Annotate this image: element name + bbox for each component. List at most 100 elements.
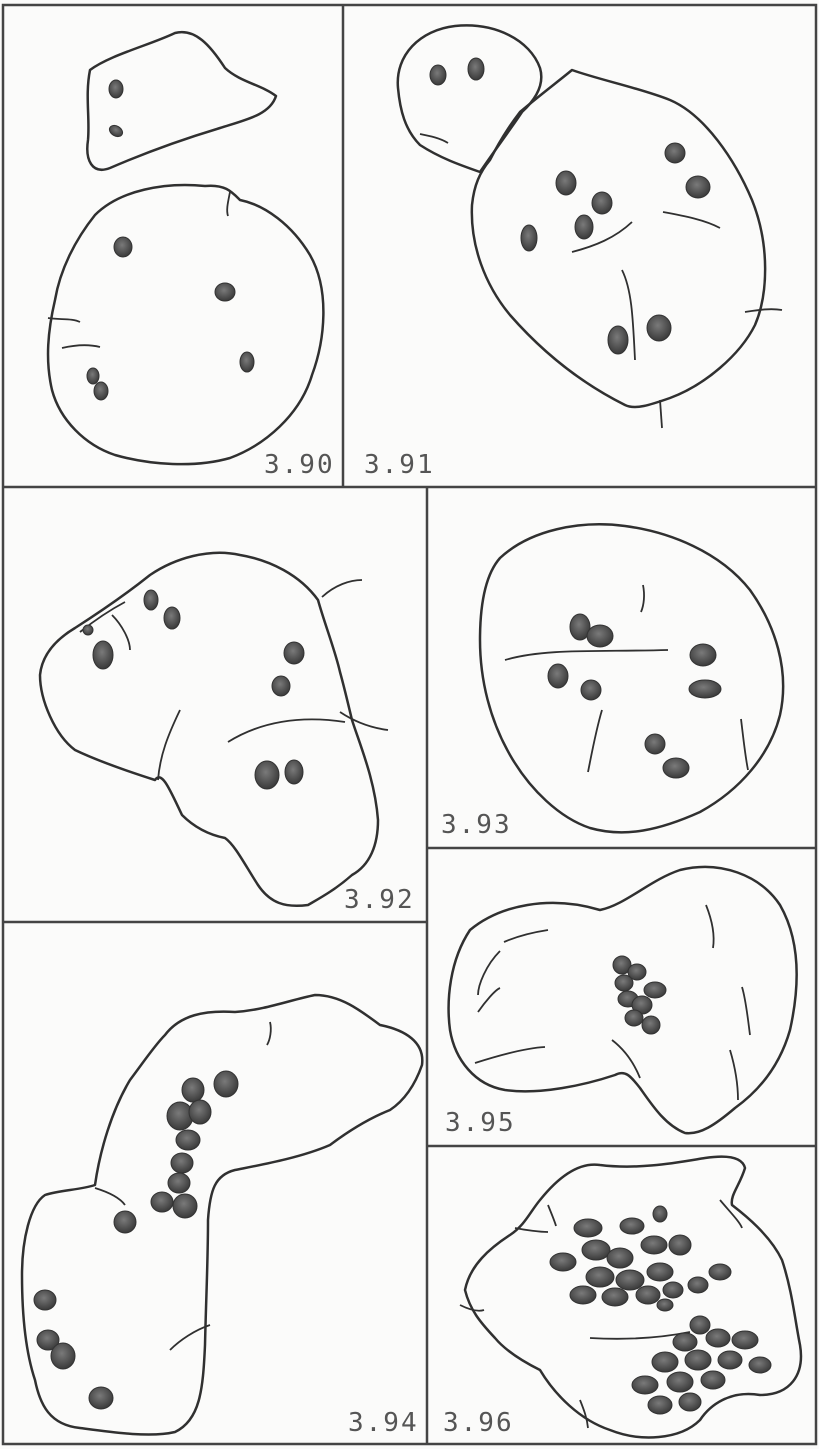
panel-label-3-95: 3.95 bbox=[445, 1110, 516, 1136]
nucleus bbox=[641, 1236, 667, 1254]
panel-label-3-96: 3.96 bbox=[443, 1410, 514, 1436]
panel-label-3-90: 3.90 bbox=[264, 452, 335, 478]
panel-3-94-cells bbox=[22, 995, 422, 1435]
nucleus bbox=[701, 1371, 725, 1389]
panel-3-96-nuclei bbox=[550, 1206, 771, 1414]
nucleus bbox=[644, 982, 666, 998]
nucleus bbox=[607, 1248, 633, 1268]
nucleus bbox=[144, 590, 158, 610]
nucleus bbox=[284, 642, 304, 664]
nucleus bbox=[718, 1351, 742, 1369]
nucleus bbox=[653, 1206, 667, 1222]
nucleus bbox=[570, 1286, 596, 1304]
nucleus bbox=[616, 1270, 644, 1290]
panel-label-3-91: 3.91 bbox=[364, 452, 435, 478]
nucleus bbox=[151, 1192, 173, 1212]
nucleus bbox=[114, 1211, 136, 1233]
panel-3-96-cells bbox=[460, 1157, 801, 1438]
nucleus bbox=[690, 1316, 710, 1334]
nucleus bbox=[669, 1235, 691, 1255]
nucleus bbox=[592, 192, 612, 214]
nucleus bbox=[657, 1299, 673, 1311]
nucleus bbox=[608, 326, 628, 354]
nucleus bbox=[575, 215, 593, 239]
nucleus bbox=[582, 1240, 610, 1260]
panel-label-3-92: 3.92 bbox=[344, 887, 415, 913]
nucleus bbox=[665, 143, 685, 163]
nucleus bbox=[663, 1282, 683, 1298]
nucleus bbox=[255, 761, 279, 789]
nucleus bbox=[51, 1343, 75, 1369]
nucleus bbox=[685, 1350, 711, 1370]
panel-3-95-nuclei bbox=[613, 956, 666, 1034]
nucleus bbox=[690, 644, 716, 666]
nucleus bbox=[663, 758, 689, 778]
nucleus bbox=[679, 1393, 701, 1411]
nucleus bbox=[648, 1396, 672, 1414]
cell-outline bbox=[398, 25, 542, 172]
nucleus bbox=[189, 1100, 211, 1124]
nucleus bbox=[285, 760, 303, 784]
panel-3-90-cells bbox=[48, 32, 323, 464]
cell-outline bbox=[87, 32, 276, 170]
nucleus bbox=[587, 625, 613, 647]
nucleus bbox=[636, 1286, 660, 1304]
nucleus bbox=[581, 680, 601, 700]
nucleus bbox=[732, 1331, 758, 1349]
nucleus bbox=[240, 352, 254, 372]
nucleus bbox=[87, 368, 99, 384]
nucleus bbox=[615, 975, 633, 991]
nucleus bbox=[176, 1130, 200, 1150]
cell-outline bbox=[48, 185, 323, 464]
panel-3-90-nuclei bbox=[87, 80, 254, 400]
panel-3-93-nuclei bbox=[548, 614, 721, 778]
nucleus bbox=[34, 1290, 56, 1310]
nucleus bbox=[642, 1016, 660, 1034]
nucleus bbox=[688, 1277, 708, 1293]
nucleus bbox=[430, 65, 446, 85]
nucleus bbox=[689, 680, 721, 698]
nucleus bbox=[706, 1329, 730, 1347]
nucleus bbox=[521, 225, 537, 251]
nucleus bbox=[652, 1352, 678, 1372]
nucleus bbox=[171, 1153, 193, 1173]
nucleus bbox=[168, 1173, 190, 1193]
nucleus bbox=[645, 734, 665, 754]
panel-3-93-cells bbox=[480, 524, 783, 832]
cell-outline bbox=[465, 1157, 801, 1438]
nucleus bbox=[667, 1372, 693, 1392]
nucleus bbox=[164, 607, 180, 629]
nucleus bbox=[83, 625, 93, 635]
panel-label-3-94: 3.94 bbox=[348, 1410, 419, 1436]
nucleus bbox=[647, 1263, 673, 1281]
panel-label-3-93: 3.93 bbox=[441, 812, 512, 838]
nucleus bbox=[625, 1010, 643, 1026]
nucleus bbox=[586, 1267, 614, 1287]
cell-outline bbox=[40, 553, 378, 906]
nucleus bbox=[647, 315, 671, 341]
nucleus bbox=[620, 1218, 644, 1234]
nucleus bbox=[574, 1219, 602, 1237]
nucleus bbox=[114, 237, 132, 257]
nucleus bbox=[673, 1333, 697, 1351]
nucleus bbox=[686, 176, 710, 198]
nucleus bbox=[214, 1071, 238, 1097]
nucleus bbox=[556, 171, 576, 195]
nucleus bbox=[709, 1264, 731, 1280]
nucleus bbox=[182, 1078, 204, 1102]
nucleus bbox=[109, 80, 123, 98]
cell-outline bbox=[22, 995, 422, 1435]
nucleus bbox=[550, 1253, 576, 1271]
nucleus bbox=[93, 641, 113, 669]
nucleus bbox=[94, 382, 108, 400]
nucleus bbox=[215, 283, 235, 301]
panel-3-92-cells bbox=[40, 553, 388, 906]
nucleus bbox=[548, 664, 568, 688]
nucleus bbox=[89, 1387, 113, 1409]
nucleus bbox=[749, 1357, 771, 1373]
nucleus bbox=[272, 676, 290, 696]
nucleus bbox=[602, 1288, 628, 1306]
nucleus bbox=[468, 58, 484, 80]
